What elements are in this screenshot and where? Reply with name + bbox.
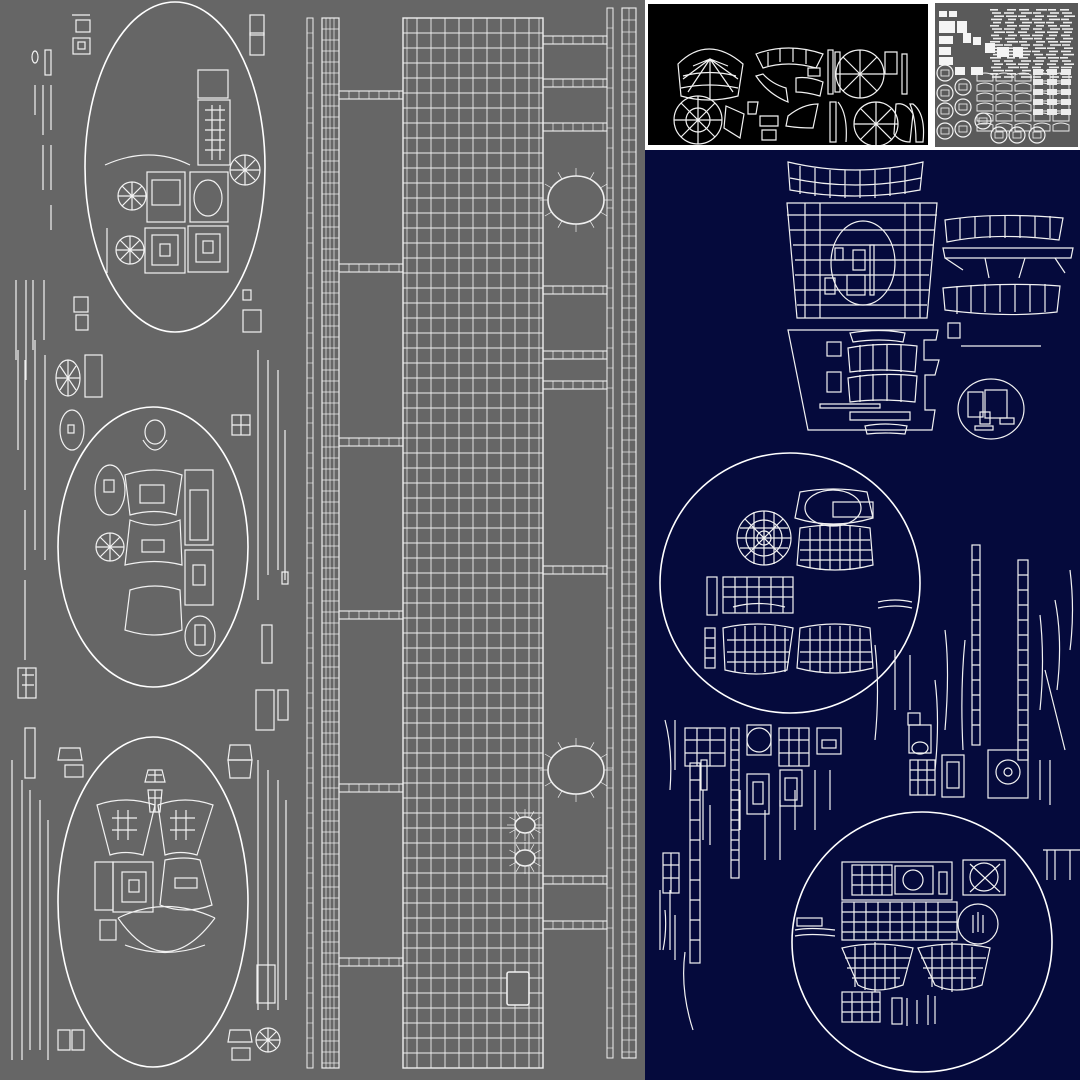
ladder-rung bbox=[542, 380, 608, 390]
grid-hole bbox=[547, 175, 605, 225]
uv-shells-scattered-middle bbox=[17, 340, 289, 731]
ladder-rung bbox=[542, 122, 608, 132]
left-uv-panel bbox=[0, 0, 300, 1080]
uv-shells-circle-1 bbox=[704, 488, 913, 675]
uv-circle-island bbox=[659, 452, 921, 714]
atlas-wireframe bbox=[936, 9, 1075, 144]
uv-oval-island bbox=[57, 736, 249, 1068]
uv-circle-island bbox=[791, 811, 1053, 1073]
ladder-rung bbox=[542, 350, 608, 360]
uv-oval-island bbox=[84, 1, 266, 333]
navy-uv-wireframe bbox=[659, 161, 1080, 1073]
ladder-rung bbox=[542, 920, 608, 930]
ladder-rung bbox=[338, 957, 404, 967]
radial-dome-shells bbox=[673, 47, 925, 145]
black-uv-wireframe bbox=[673, 47, 925, 145]
ladder-rung bbox=[542, 78, 608, 88]
ladder-rung bbox=[338, 783, 404, 793]
grid-hole bbox=[547, 745, 605, 795]
uv-shells-lower-scattered bbox=[662, 849, 1080, 1031]
top-black-uv-thumbnail bbox=[645, 0, 933, 150]
ladder-rung bbox=[338, 610, 404, 620]
right-rail bbox=[606, 7, 614, 1059]
uv-shells-upper bbox=[786, 161, 1074, 440]
uv-oval-island bbox=[57, 406, 249, 688]
grid-hole bbox=[514, 849, 536, 867]
grid-hole bbox=[514, 816, 536, 834]
left-rail bbox=[321, 17, 340, 1069]
navy-uv-panel bbox=[645, 150, 1080, 1080]
uv-shells-middle-row bbox=[659, 544, 1074, 964]
uv-shells-middle-oval bbox=[55, 354, 251, 657]
grid-rect-hole bbox=[506, 971, 530, 1006]
uv-shells-bottom-oval bbox=[94, 769, 216, 954]
ladder-rung bbox=[542, 875, 608, 885]
ladder-rung bbox=[542, 285, 608, 295]
uv-shells-circle-2 bbox=[794, 859, 1006, 1026]
ladder-rung bbox=[542, 35, 608, 45]
top-gray-atlas-thumbnail bbox=[933, 0, 1080, 150]
center-uv-strip-panel bbox=[300, 0, 645, 1080]
uv-shells-top-oval bbox=[104, 69, 261, 274]
ladder-rung bbox=[542, 565, 608, 575]
ladder-rung bbox=[338, 437, 404, 447]
center-uv-wireframe bbox=[306, 7, 637, 1069]
left-uv-wireframe bbox=[11, 1, 289, 1068]
ladder-rung bbox=[338, 90, 404, 100]
uv-shells-scattered-bottom bbox=[11, 727, 287, 1061]
uv-shells-scattered bbox=[15, 14, 265, 380]
ladder-rung bbox=[338, 263, 404, 273]
